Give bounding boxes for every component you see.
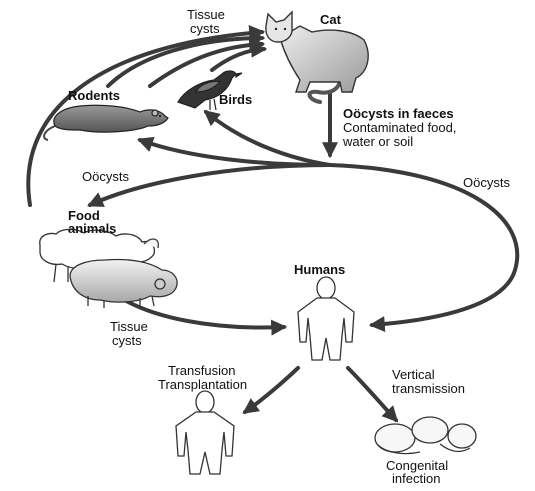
label-vertical-line1: Vertical — [392, 367, 435, 382]
cat-icon — [266, 12, 368, 102]
label-contaminated-line1: Contaminated food, — [343, 120, 456, 135]
label-oocysts-in-faeces: Oöcysts in faeces — [343, 106, 454, 121]
transfusion-human-icon — [176, 391, 234, 474]
human-figure-icon — [298, 277, 354, 360]
infant-icon — [375, 417, 476, 454]
arrow-rodents-to-cat-2 — [150, 44, 262, 86]
label-humans: Humans — [294, 262, 345, 277]
label-transfusion: Transfusion — [168, 363, 235, 378]
label-tissue-cysts-top-line2: cysts — [190, 21, 220, 36]
label-vertical-line2: transmission — [392, 381, 465, 396]
label-birds: Birds — [219, 92, 252, 107]
arrow-humans-to-transfusion — [245, 368, 298, 412]
label-transplantation: Transplantation — [158, 377, 247, 392]
label-oocysts-right: Oöcysts — [463, 175, 510, 190]
rodent-icon — [44, 105, 168, 140]
label-congenital-line2: infection — [392, 471, 440, 486]
arrow-humans-to-congenital — [348, 368, 396, 420]
label-oocysts-left: Oöcysts — [82, 169, 129, 184]
label-cat: Cat — [320, 12, 342, 27]
label-tissue-cysts-bottom-line2: cysts — [112, 333, 142, 348]
arrow-environment-to-rodents — [140, 140, 330, 165]
label-food-animals-line2: animals — [68, 221, 116, 236]
label-tissue-cysts-bottom-line1: Tissue — [110, 319, 148, 334]
pig-icon — [70, 259, 177, 308]
label-contaminated-line2: water or soil — [342, 134, 413, 149]
label-tissue-cysts-top-line1: Tissue — [187, 7, 225, 22]
label-rodents: Rodents — [68, 88, 120, 103]
